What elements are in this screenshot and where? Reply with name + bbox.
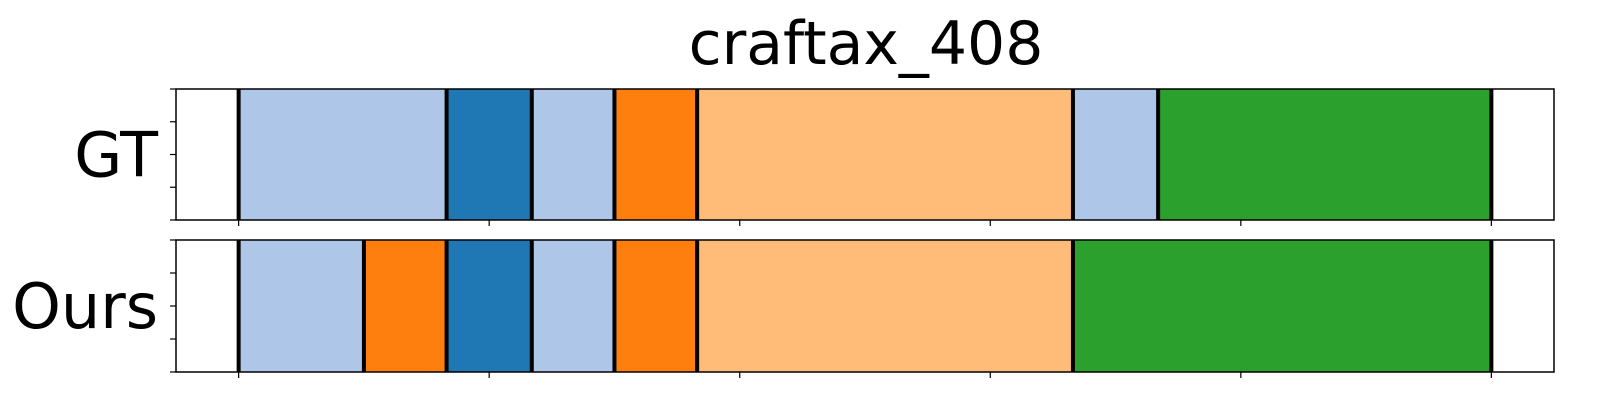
row-label: GT <box>74 119 159 192</box>
segment-bar <box>238 240 364 372</box>
row-label: Ours <box>12 270 158 343</box>
segment-bar <box>531 240 615 372</box>
row-ours: Ours <box>12 239 1555 378</box>
segment-bar <box>1072 89 1159 220</box>
segment-bar <box>446 240 532 372</box>
chart-title: craftax_408 <box>689 9 1044 79</box>
segment-bar <box>238 89 447 220</box>
rows-layer: GT Ours <box>12 88 1555 378</box>
segment-bar <box>363 240 447 372</box>
segment-bar <box>614 89 698 220</box>
segment-bar <box>697 240 1073 372</box>
segment-bar <box>1158 89 1492 220</box>
segment-bar <box>614 240 698 372</box>
segment-bar <box>446 89 532 220</box>
segment-bar <box>697 89 1073 220</box>
row-gt: GT <box>74 88 1555 226</box>
segment-bar <box>531 89 615 220</box>
segment-bar <box>1072 240 1492 372</box>
